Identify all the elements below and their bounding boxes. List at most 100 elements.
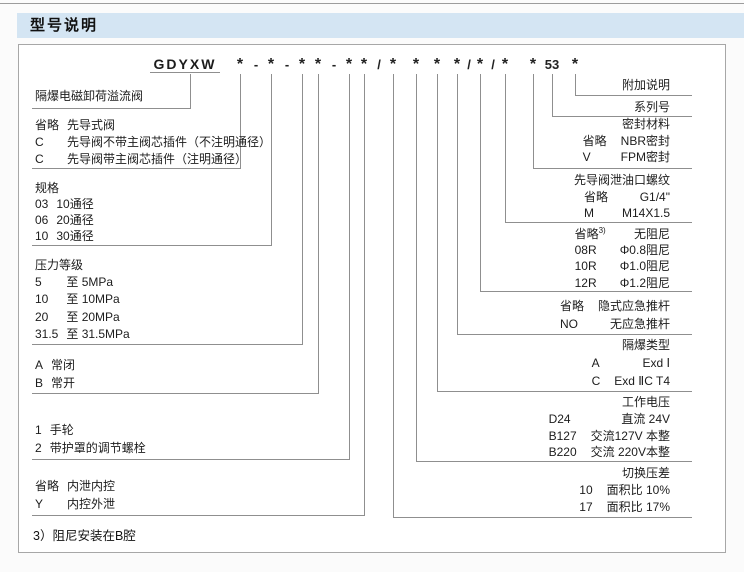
code-cell: 省略 xyxy=(584,189,608,206)
code-text: NO xyxy=(559,316,578,331)
desc-cell: NBR密封 xyxy=(620,133,670,148)
code-text: V xyxy=(582,150,591,165)
code-token-star: * xyxy=(360,56,368,73)
code-text: 06 xyxy=(35,213,49,227)
code-cell: D24 xyxy=(549,411,577,428)
code-token-series: 53 xyxy=(544,57,560,72)
code-cell: 10 xyxy=(35,228,48,244)
code-token-star: * xyxy=(267,56,275,73)
page-title: 型号说明 xyxy=(30,17,99,34)
desc-cell: 直流 24V xyxy=(621,411,670,426)
desc-cell: 20通径 xyxy=(56,213,94,227)
code-token-separator: - xyxy=(253,57,259,72)
code-text: B127 xyxy=(548,428,577,443)
desc-cell: 至 20MPa xyxy=(66,309,120,324)
code-text: 08R xyxy=(574,243,597,258)
code-text: 1 xyxy=(35,423,42,437)
desc-cell: 至 5MPa xyxy=(66,275,114,290)
top-rule xyxy=(0,3,744,4)
code-cell: 10R xyxy=(575,258,606,274)
group-title: 密封材料 xyxy=(621,117,670,131)
code-token-separator: / xyxy=(377,57,381,72)
code-cell: 1 xyxy=(35,422,42,440)
desc-cell: 至 10MPa xyxy=(66,292,120,307)
connector-line xyxy=(349,74,350,460)
code-cell: 10 xyxy=(579,482,592,499)
code-cell: A xyxy=(35,357,43,375)
desc-cell: 隐式应急推杆 xyxy=(597,299,670,313)
model-prefix: GDYXW xyxy=(150,56,220,73)
group-rows: 附加说明 xyxy=(575,77,670,94)
code-token-separator: - xyxy=(331,57,337,72)
code-text: 省略 xyxy=(35,479,60,493)
code-text: 31.5 xyxy=(35,326,59,341)
code-cell: 省略 xyxy=(583,133,607,150)
code-text: B220 xyxy=(548,445,577,460)
group-title: 压力等级 xyxy=(35,258,84,272)
code-cell: 5 xyxy=(35,274,58,291)
code-text: 10 xyxy=(35,292,49,307)
connector-line xyxy=(505,74,506,223)
group-content: 系列号 xyxy=(552,99,692,116)
code-token-star: * xyxy=(345,56,353,73)
code-cell: 03 xyxy=(35,196,48,212)
code-token-star: * xyxy=(476,56,484,73)
code-superscript: 3) xyxy=(598,226,606,235)
connector-line xyxy=(190,74,191,109)
desc-cell: 交流127V 本整 xyxy=(590,428,670,443)
code-text: 03 xyxy=(35,197,49,211)
connector-line xyxy=(437,74,438,392)
code-text: 2 xyxy=(35,440,42,455)
code-cell: 12R xyxy=(575,275,606,291)
desc-cell: Φ1.2阻尼 xyxy=(619,275,670,290)
code-cell: 31.5 xyxy=(35,326,58,343)
desc-cell: 带护罩的调节螺栓 xyxy=(49,440,146,455)
code-cell: A xyxy=(592,355,601,373)
desc-cell: Exd Ⅰ xyxy=(642,355,670,370)
desc-cell: 无阻尼 xyxy=(633,227,670,241)
code-cell: 06 xyxy=(35,212,48,228)
connector-line xyxy=(480,74,481,292)
code-cell: V xyxy=(583,149,607,166)
footnote: 3）阻尼安装在B腔 xyxy=(33,529,136,543)
code-text: M xyxy=(583,206,594,221)
desc-cell: 10通径 xyxy=(56,197,94,211)
group-content: 隔爆电磁卸荷溢流阀 xyxy=(32,88,190,105)
code-text: 10 xyxy=(579,483,593,497)
code-text: 省略 xyxy=(574,227,599,241)
code-text: D24 xyxy=(548,411,571,426)
code-token-star: * xyxy=(433,56,441,73)
code-text: Y xyxy=(35,496,44,511)
code-token-star: * xyxy=(412,56,420,73)
code-text: 20 xyxy=(35,309,49,324)
code-text: B xyxy=(35,375,44,390)
desc-cell: M14X1.5 xyxy=(621,206,670,221)
connector-line xyxy=(240,74,241,169)
code-cell: B127 xyxy=(549,428,577,445)
desc-cell: Φ0.8阻尼 xyxy=(619,243,670,258)
code-cell: C xyxy=(592,373,601,391)
header-bar: 型号说明 xyxy=(17,13,744,38)
desc-cell: 至 31.5MPa xyxy=(66,326,130,341)
code-cell: 10 xyxy=(35,291,58,308)
desc-cell: 内控外泄 xyxy=(67,496,116,511)
